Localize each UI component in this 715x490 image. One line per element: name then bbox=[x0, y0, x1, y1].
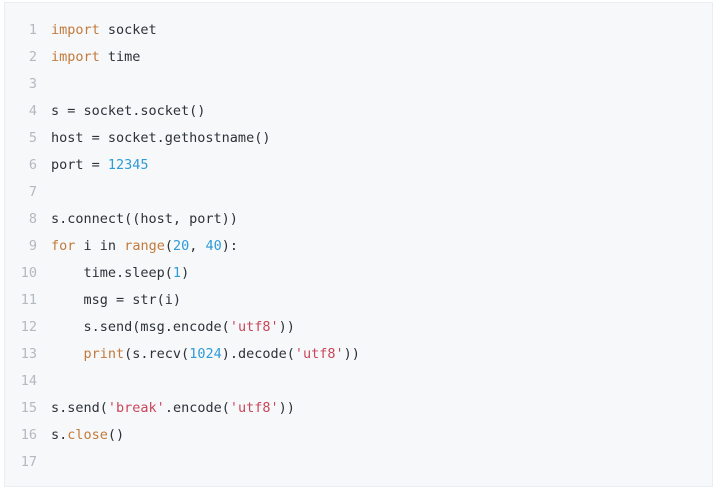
code-token: range bbox=[124, 238, 165, 254]
line-number: 9 bbox=[28, 238, 37, 254]
code-line: 6 port = 12345 bbox=[5, 152, 712, 179]
code-token: s. bbox=[51, 427, 68, 443]
code-text: import socket bbox=[51, 17, 712, 44]
code-text bbox=[51, 368, 712, 395]
line-number: 12 bbox=[20, 319, 37, 335]
code-token: time.sleep( bbox=[51, 265, 173, 281]
code-token: ) bbox=[181, 265, 190, 281]
code-token: time bbox=[99, 49, 141, 65]
code-token: port = bbox=[51, 157, 108, 173]
code-text: port = 12345 bbox=[51, 152, 712, 179]
code-token: 40 bbox=[205, 238, 222, 254]
code-line: 1 import socket bbox=[5, 17, 712, 44]
code-token: s = socket.socket() bbox=[51, 103, 206, 119]
code-text bbox=[51, 449, 712, 476]
line-number: 5 bbox=[28, 130, 37, 146]
code-text bbox=[51, 71, 712, 98]
code-line: 13 print(s.recv(1024).decode('utf8')) bbox=[5, 341, 712, 368]
line-number: 14 bbox=[20, 373, 37, 389]
code-text: s.send('break'.encode('utf8')) bbox=[51, 395, 712, 422]
code-token: )) bbox=[343, 346, 360, 362]
line-number: 3 bbox=[28, 76, 37, 92]
line-number: 4 bbox=[28, 103, 37, 119]
code-line: 4 s = socket.socket() bbox=[5, 98, 712, 125]
code-line: 12 s.send(msg.encode('utf8')) bbox=[5, 314, 712, 341]
code-token: () bbox=[107, 427, 125, 443]
code-block[interactable]: 1 import socket 2 import time 3 4 s = socket.s… bbox=[4, 2, 713, 487]
code-text bbox=[51, 179, 712, 206]
code-text: s.connect((host, port)) bbox=[51, 206, 712, 233]
code-line: 7 bbox=[5, 179, 712, 206]
code-token: s.send(msg.encode( bbox=[51, 319, 230, 335]
code-line: 15 s.send('break'.encode('utf8')) bbox=[5, 395, 712, 422]
line-number: 16 bbox=[20, 427, 37, 443]
code-token: 'break' bbox=[107, 400, 165, 416]
line-number: 8 bbox=[28, 211, 37, 227]
code-token: ): bbox=[221, 238, 239, 254]
code-token: import bbox=[51, 49, 100, 65]
line-number: 11 bbox=[20, 292, 37, 308]
code-token: ).decode( bbox=[221, 346, 295, 362]
code-token: i bbox=[75, 238, 100, 254]
code-token: print bbox=[83, 346, 125, 362]
code-line: 17 bbox=[5, 449, 712, 476]
line-number: 7 bbox=[28, 184, 37, 200]
code-token: 1 bbox=[172, 265, 182, 281]
code-line: 10 time.sleep(1) bbox=[5, 260, 712, 287]
code-text: s.send(msg.encode('utf8')) bbox=[51, 314, 712, 341]
code-text: host = socket.gethostname() bbox=[51, 125, 712, 152]
code-text: import time bbox=[51, 44, 712, 71]
code-line: 5 host = socket.gethostname() bbox=[5, 125, 712, 152]
code-token: for bbox=[51, 238, 76, 254]
line-number: 6 bbox=[28, 157, 37, 173]
code-line: 9 for i in range(20, 40): bbox=[5, 233, 712, 260]
code-line: 14 bbox=[5, 368, 712, 395]
line-number: 15 bbox=[20, 400, 37, 416]
code-token: msg = str(i) bbox=[51, 292, 182, 308]
code-token: in bbox=[99, 238, 117, 254]
code-token: 1024 bbox=[189, 346, 222, 362]
code-token: 12345 bbox=[107, 157, 149, 173]
line-number: 2 bbox=[28, 49, 37, 65]
code-token: ( bbox=[164, 238, 173, 254]
code-text: time.sleep(1) bbox=[51, 260, 712, 287]
code-text: s = socket.socket() bbox=[51, 98, 712, 125]
code-token: s.send( bbox=[51, 400, 108, 416]
code-token: close bbox=[67, 427, 108, 443]
code-token: , bbox=[189, 238, 206, 254]
code-token: socket bbox=[99, 22, 157, 38]
code-token: )) bbox=[278, 319, 295, 335]
code-text: s.close() bbox=[51, 422, 712, 449]
line-number: 13 bbox=[20, 346, 37, 362]
code-token: s.connect((host, port)) bbox=[51, 211, 238, 227]
code-token: host = socket.gethostname() bbox=[51, 130, 271, 146]
code-token: 20 bbox=[172, 238, 190, 254]
code-token: 'utf8' bbox=[229, 400, 279, 416]
code-token: .encode( bbox=[164, 400, 230, 416]
code-text: msg = str(i) bbox=[51, 287, 712, 314]
code-line: 16 s.close() bbox=[5, 422, 712, 449]
code-token bbox=[51, 346, 84, 362]
code-token bbox=[116, 238, 124, 254]
code-line: 3 bbox=[5, 71, 712, 98]
code-token: 'utf8' bbox=[229, 319, 279, 335]
code-token: import bbox=[51, 22, 100, 38]
code-token: 'utf8' bbox=[294, 346, 344, 362]
code-text: print(s.recv(1024).decode('utf8')) bbox=[51, 341, 712, 368]
code-line: 8 s.connect((host, port)) bbox=[5, 206, 712, 233]
line-number: 10 bbox=[20, 265, 37, 281]
code-text: for i in range(20, 40): bbox=[51, 233, 712, 260]
code-line: 11 msg = str(i) bbox=[5, 287, 712, 314]
code-token: )) bbox=[278, 400, 295, 416]
line-number: 17 bbox=[20, 454, 37, 470]
code-line: 2 import time bbox=[5, 44, 712, 71]
code-token: (s.recv( bbox=[124, 346, 190, 362]
line-number: 1 bbox=[28, 22, 37, 38]
